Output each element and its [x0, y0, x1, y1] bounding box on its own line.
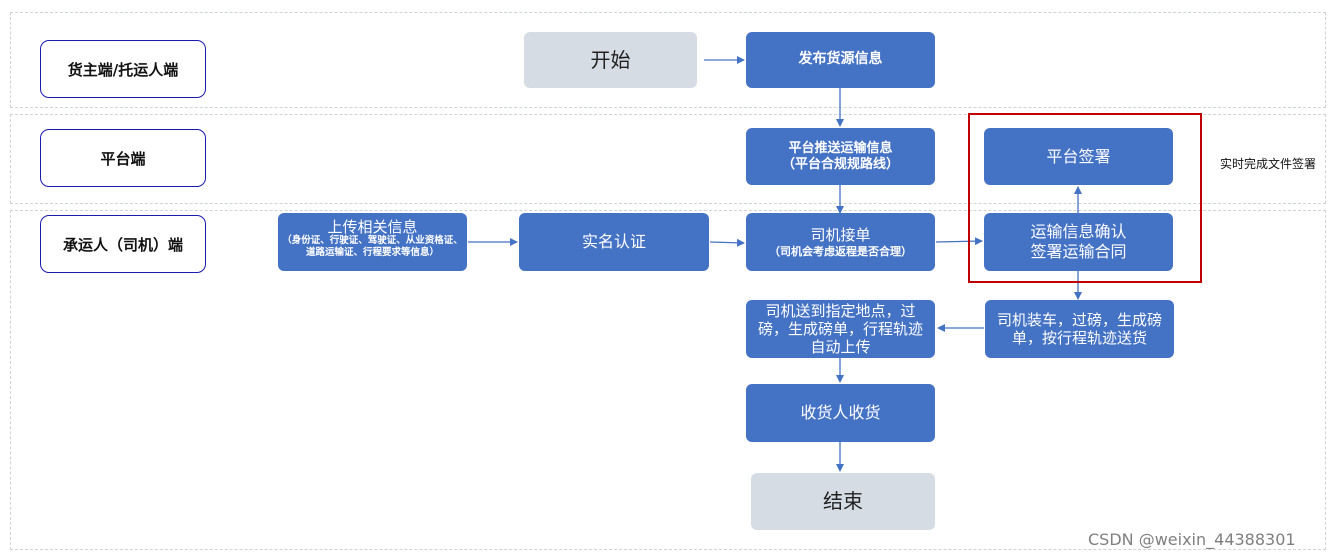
confirm-contract-node: 运输信息确认 签署运输合同 — [984, 213, 1173, 271]
start-node: 开始 — [524, 32, 697, 88]
upload-info-node: 上传相关信息 （身份证、行驶证、驾驶证、从业资格证、道路运输证、行程要求等信息） — [278, 213, 467, 271]
confirm-line2: 签署运输合同 — [1030, 242, 1127, 261]
receive-node: 收货人收货 — [746, 384, 935, 442]
publish-node: 发布货源信息 — [746, 32, 935, 88]
role-shipper: 货主端/托运人端 — [40, 40, 206, 98]
upload-info-title: 上传相关信息 — [327, 217, 418, 236]
accept-order-title: 司机接单 — [810, 225, 871, 244]
platform-push-line2: （平台合规规路线） — [781, 156, 899, 172]
lane-shipper — [10, 12, 1326, 108]
arrow-accept-confirm — [935, 237, 983, 246]
arrow-realname-accept — [709, 238, 745, 247]
confirm-line1: 运输信息确认 — [1030, 222, 1127, 242]
signing-highlight-frame — [968, 113, 1202, 283]
signing-note: 实时完成文件签署 — [1220, 157, 1317, 171]
load-node: 司机装车，过磅，生成磅单，按行程轨迹送货 — [985, 300, 1174, 358]
role-platform: 平台端 — [40, 129, 206, 187]
platform-sign-node: 平台签署 — [984, 128, 1173, 185]
lane-carrier — [10, 210, 1326, 550]
platform-push-node: 平台推送运输信息 （平台合规规路线） — [746, 128, 935, 185]
accept-order-note: （司机会考虑返程是否合理） — [769, 244, 912, 258]
watermark: CSDN @weixin_44388301 — [1088, 530, 1296, 549]
accept-order-node: 司机接单 （司机会考虑返程是否合理） — [746, 213, 935, 271]
end-node: 结束 — [751, 473, 935, 530]
platform-push-line1: 平台推送运输信息 — [788, 140, 893, 156]
deliver-node: 司机送到指定地点，过磅，生成磅单，行程轨迹自动上传 — [746, 300, 935, 358]
realname-node: 实名认证 — [519, 213, 709, 271]
role-carrier: 承运人（司机）端 — [40, 215, 206, 273]
lane-platform — [10, 114, 1326, 204]
upload-info-detail: （身份证、行驶证、驾驶证、从业资格证、道路运输证、行程要求等信息） — [282, 234, 463, 258]
